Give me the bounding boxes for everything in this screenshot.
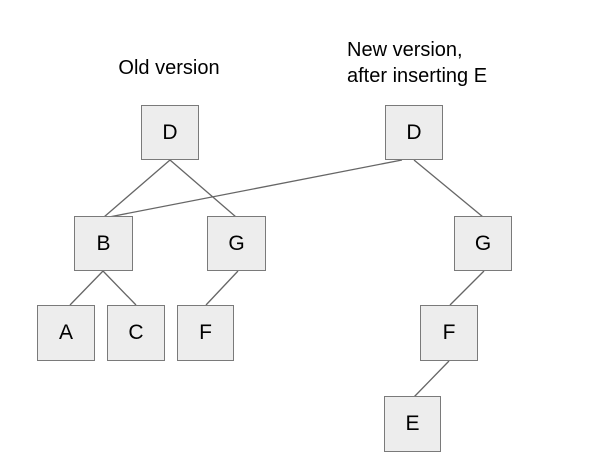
edge-old-D-G (169, 159, 237, 218)
edge-old-B-C (102, 270, 137, 306)
tree-node-new-E[interactable]: E (384, 396, 441, 452)
tree-node-old-F[interactable]: F (177, 305, 234, 361)
tree-node-old-G[interactable]: G (207, 216, 266, 271)
tree-node-new-G[interactable]: G (454, 216, 512, 271)
edge-new-F-E (413, 360, 450, 398)
tree-node-old-A[interactable]: A (37, 305, 95, 361)
tree-node-new-D[interactable]: D (385, 105, 443, 160)
tree-node-old-D[interactable]: D (141, 105, 199, 160)
old-version-caption: Old version (118, 57, 220, 79)
new-version-caption-line1: New version, (347, 39, 463, 61)
new-version-caption-line2: after inserting E (347, 65, 488, 87)
edge-old-D-B (103, 159, 171, 218)
tree-node-new-F[interactable]: F (420, 305, 478, 361)
edge-new-G-F (449, 270, 485, 306)
tree-node-old-B[interactable]: B (74, 216, 133, 271)
edge-new-D-G (413, 159, 484, 218)
edge-old-G-F (205, 270, 239, 306)
edge-old-B-A (69, 270, 104, 306)
edge-new-D-to-old-B (103, 159, 403, 219)
tree-node-old-C[interactable]: C (107, 305, 165, 361)
